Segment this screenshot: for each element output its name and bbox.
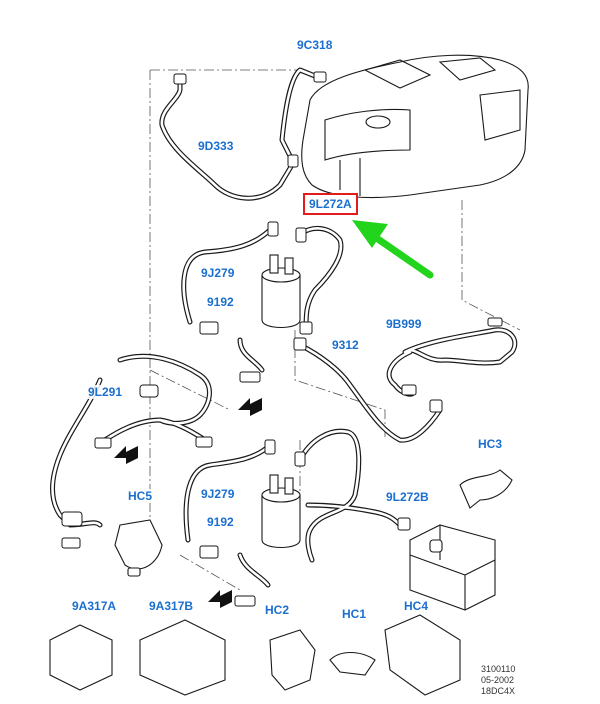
reference-line-1: 3100110 <box>481 664 516 674</box>
part-label-9312: 9312 <box>331 338 360 352</box>
clips <box>49 469 513 696</box>
part-label-9d333: 9D333 <box>197 139 235 153</box>
part-label-hc4: HC4 <box>403 599 430 613</box>
callout-arrow <box>352 220 434 279</box>
part-label-9j279-bottom: 9J279 <box>200 487 236 501</box>
part-label-9b999: 9B999 <box>385 317 423 331</box>
reference-line-2: 05-2002 <box>481 675 515 685</box>
reference-code: 3100110 05-2002 18DC4X <box>481 664 534 697</box>
part-label-9a317b: 9A317B <box>148 599 195 613</box>
part-label-hc1: HC1 <box>341 607 368 621</box>
guide-lines <box>149 69 521 591</box>
part-label-9l272b: 9L272B <box>385 490 430 504</box>
hose-connectors <box>61 71 503 607</box>
reference-line-3: 18DC4X <box>481 686 516 696</box>
part-label-9192-top: 9192 <box>206 295 235 309</box>
part-label-9192-bottom: 9192 <box>206 515 235 529</box>
part-label-9c318: 9C318 <box>296 38 334 52</box>
part-label-hc3: HC3 <box>477 437 504 451</box>
fuel-heater <box>409 524 496 611</box>
fuel-tank <box>301 54 529 199</box>
part-label-9l291: 9L291 <box>87 385 124 399</box>
part-label-9j279-top: 9J279 <box>200 266 236 280</box>
fuel-filter-top <box>261 254 301 329</box>
flow-arrows <box>114 398 262 608</box>
part-label-9l272a[interactable]: 9L272A <box>303 193 358 215</box>
part-label-hc5: HC5 <box>127 489 154 503</box>
part-label-9a317a: 9A317A <box>71 599 118 613</box>
part-label-hc2: HC2 <box>264 603 291 617</box>
hoses-inner <box>51 68 517 587</box>
fuel-filter-bottom <box>261 474 301 549</box>
